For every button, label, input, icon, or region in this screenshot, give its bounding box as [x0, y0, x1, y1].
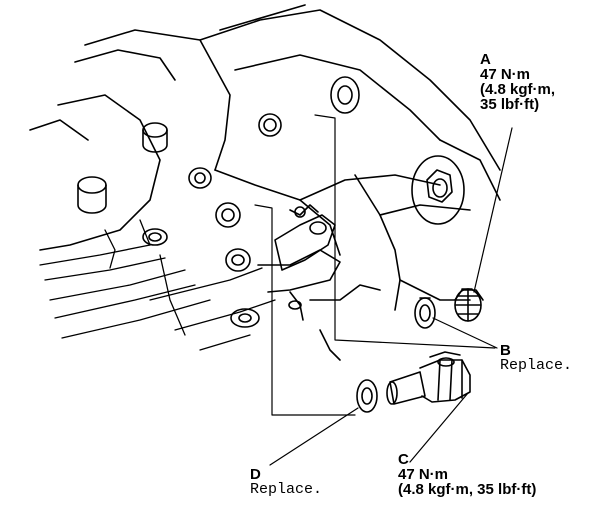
callout-a: A 47 N·m (4.8 kgf·m, 35 lbf·ft): [480, 52, 555, 112]
bolt-c: [386, 351, 471, 405]
leader-lines: [254, 114, 496, 416]
callout-a-torque-nm: 47 N·m: [480, 66, 531, 83]
shift-linkage: [257, 204, 381, 361]
plug-a: [454, 288, 484, 322]
callout-a-letter: A: [480, 51, 491, 68]
case-ribs: [39, 219, 276, 351]
callout-c: C 47 N·m (4.8 kgf·m, 35 lbf·ft): [398, 452, 536, 497]
callout-c-torque-full: (4.8 kgf·m, 35 lbf·ft): [398, 481, 537, 498]
washer-b: [414, 297, 436, 329]
washer-d: [356, 379, 378, 413]
callout-b: B Replace.: [500, 343, 572, 373]
callout-b-note: Replace.: [500, 357, 573, 374]
callout-a-torque-kgf: (4.8 kgf·m,: [480, 81, 556, 98]
callout-a-torque-lbf: 35 lbf·ft): [480, 96, 540, 113]
case-hex-plug: [411, 155, 465, 225]
callout-d-note: Replace.: [250, 481, 323, 498]
case-bolts: [77, 76, 360, 328]
callout-leaders: [269, 127, 513, 466]
case-housing: [29, 4, 501, 311]
callout-b-letter: B: [500, 342, 511, 359]
callout-d: D Replace.: [250, 467, 322, 497]
callout-c-letter: C: [398, 451, 409, 468]
callout-d-letter: D: [250, 466, 261, 483]
callout-c-torque-nm: 47 N·m: [398, 466, 449, 483]
